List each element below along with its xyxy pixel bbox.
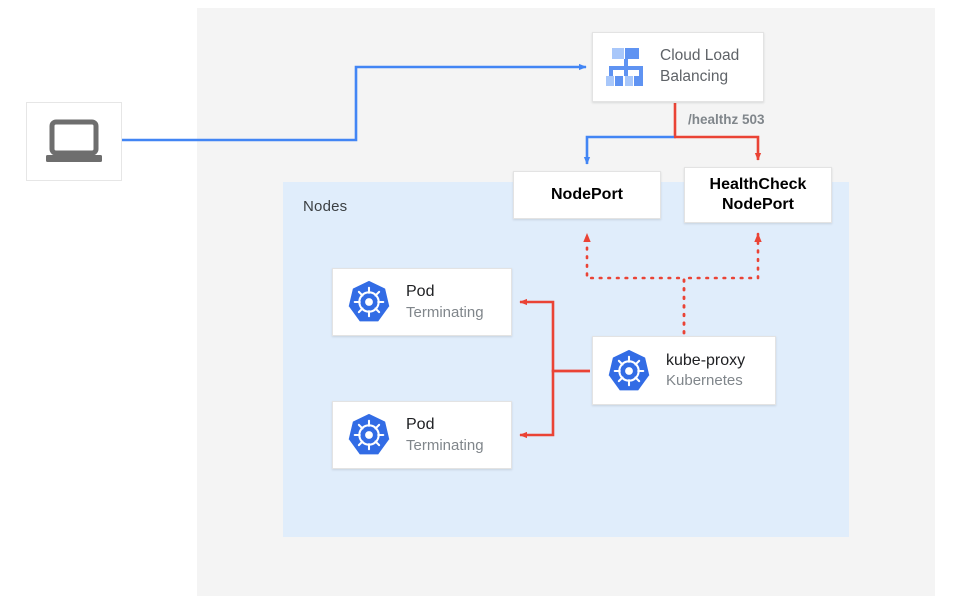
pod-1-text: Pod Terminating	[406, 281, 484, 323]
kubernetes-icon	[348, 413, 390, 455]
pod-2-text: Pod Terminating	[406, 414, 484, 456]
pod-1-title: Pod	[406, 283, 435, 301]
healthcheck-nodeport-label: HealthCheck NodePort	[710, 175, 807, 215]
cloud-load-balancing-node[interactable]: Cloud Load Balancing	[592, 32, 764, 102]
kubernetes-icon	[608, 349, 650, 390]
kube-proxy-title: kube-proxy	[666, 351, 746, 369]
nodes-region-label: Nodes	[303, 198, 348, 215]
cloud-load-balancing-title-line2: Balancing	[660, 68, 729, 85]
healthcheck-nodeport-label-line2: NodePort	[721, 196, 794, 213]
kubernetes-icon	[348, 280, 390, 322]
cloud-load-balancing-title-line1: Cloud Load	[660, 47, 740, 65]
kube-proxy-subtitle: Kubernetes	[666, 372, 743, 390]
pod-node-2[interactable]: Pod Terminating	[332, 401, 512, 469]
cloud-load-balancing-icon	[606, 48, 643, 86]
kube-proxy-text: kube-proxy Kubernetes	[666, 350, 745, 392]
healthz-annotation-label: /healthz 503	[688, 112, 765, 127]
pod-node-1[interactable]: Pod Terminating	[332, 268, 512, 336]
client-node[interactable]	[26, 102, 122, 181]
nodeport-label: NodePort	[551, 186, 623, 203]
pod-2-status: Terminating	[406, 436, 484, 454]
healthcheck-nodeport-label-line1: HealthCheck	[709, 176, 807, 193]
pod-2-title: Pod	[406, 416, 435, 434]
cloud-load-balancing-text: Cloud Load Balancing	[660, 46, 739, 88]
nodeport-node[interactable]: NodePort	[513, 171, 661, 219]
pod-1-status: Terminating	[406, 303, 484, 321]
healthcheck-nodeport-node[interactable]: HealthCheck NodePort	[684, 167, 832, 223]
kube-proxy-node[interactable]: kube-proxy Kubernetes	[592, 336, 776, 405]
laptop-icon	[46, 119, 102, 162]
